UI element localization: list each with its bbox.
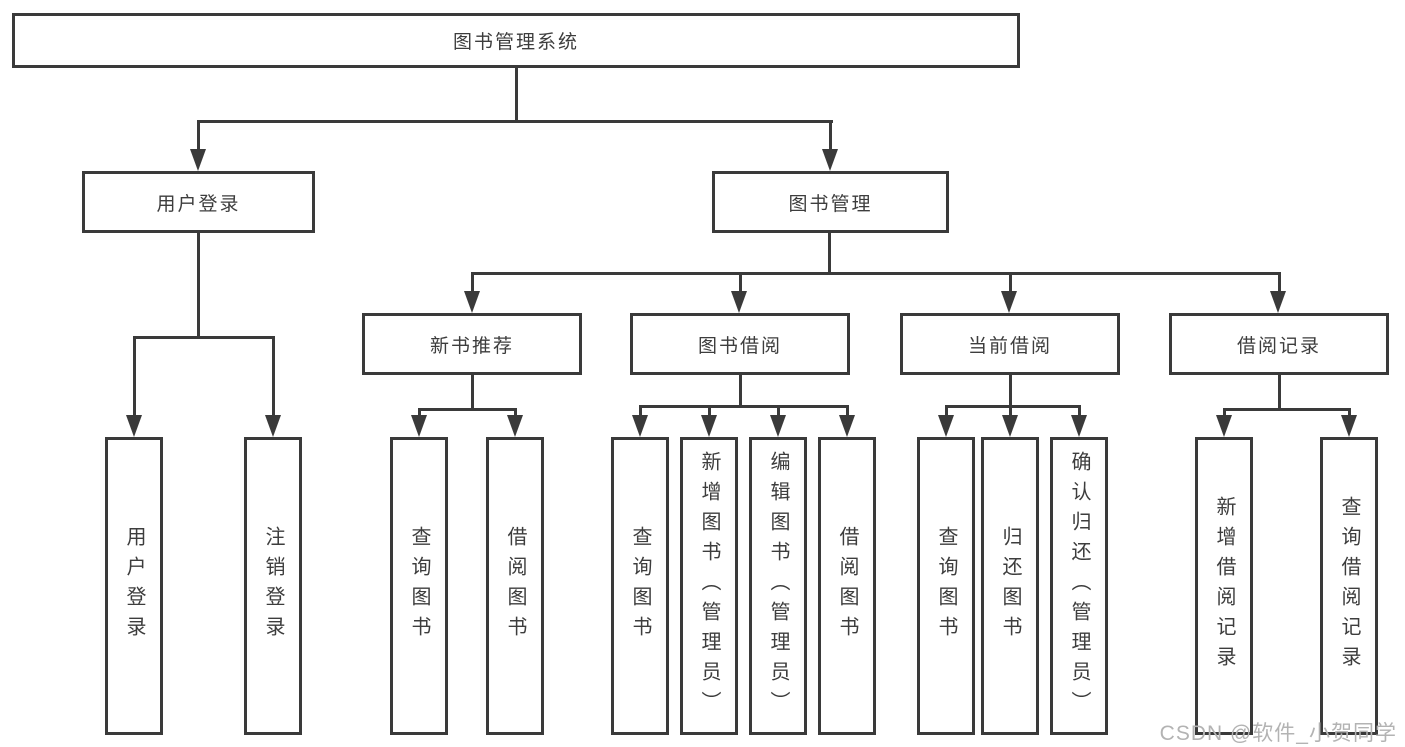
- node-book-management: 图书管理: [712, 171, 949, 233]
- node-label: 查询借阅记录: [1338, 496, 1360, 676]
- node-leaf-borrow-books: 借阅图书: [818, 437, 876, 735]
- connector-line: [1078, 405, 1081, 418]
- node-current-borrowing: 当前借阅: [900, 313, 1120, 375]
- connector-line: [739, 375, 742, 408]
- node-label: 图书管理系统: [452, 32, 579, 53]
- arrow-down-icon: [632, 415, 648, 437]
- connector-line: [777, 405, 780, 418]
- arrow-down-icon: [265, 415, 281, 437]
- node-label: 查询图书: [935, 526, 957, 646]
- node-leaf-confirm-return-admin: 确认归还（管理员）: [1050, 437, 1108, 735]
- node-leaf-borrow-books-recommend: 借阅图书: [486, 437, 544, 735]
- arrow-down-icon: [1216, 415, 1232, 437]
- connector-line: [828, 233, 831, 275]
- node-label: 归还图书: [999, 526, 1021, 646]
- node-label: 查询图书: [629, 526, 651, 646]
- connector-line: [1223, 408, 1226, 418]
- connector-line: [829, 120, 832, 151]
- connector-line: [708, 405, 711, 418]
- connector-line: [846, 405, 849, 418]
- node-leaf-query-borrow-record: 查询借阅记录: [1320, 437, 1378, 735]
- node-user-login: 用户登录: [82, 171, 315, 233]
- node-label: 借阅记录: [1236, 335, 1321, 357]
- connector-line: [1223, 408, 1351, 411]
- connector-line: [945, 405, 948, 418]
- connector-line: [1009, 405, 1012, 418]
- connector-line: [1009, 272, 1012, 294]
- connector-line: [471, 375, 474, 411]
- arrow-down-icon: [1071, 415, 1087, 437]
- node-leaf-add-book-admin: 新增图书（管理员）: [680, 437, 738, 735]
- connector-line: [418, 408, 517, 411]
- node-label: 图书管理: [788, 193, 873, 215]
- connector-line: [133, 336, 136, 417]
- node-leaf-user-login: 用户登录: [105, 437, 163, 735]
- connector-line: [515, 68, 518, 122]
- connector-line: [1348, 408, 1351, 418]
- node-leaf-query-books-recommend: 查询图书: [390, 437, 448, 735]
- arrow-down-icon: [1002, 415, 1018, 437]
- arrow-down-icon: [464, 291, 480, 313]
- node-leaf-return-books: 归还图书: [981, 437, 1039, 735]
- node-library-management-system: 图书管理系统: [12, 13, 1020, 68]
- node-leaf-query-books-current: 查询图书: [917, 437, 975, 735]
- node-leaf-logout: 注销登录: [244, 437, 302, 735]
- node-borrowing-records: 借阅记录: [1169, 313, 1389, 375]
- arrow-down-icon: [190, 149, 206, 171]
- node-label: 用户登录: [123, 526, 145, 646]
- arrow-down-icon: [701, 415, 717, 437]
- connector-line: [1278, 272, 1281, 294]
- connector-line: [639, 405, 849, 408]
- node-label: 编辑图书（管理员）: [767, 451, 789, 721]
- arrow-down-icon: [1270, 291, 1286, 313]
- node-label: 用户登录: [156, 193, 241, 215]
- node-label: 新增借阅记录: [1213, 496, 1235, 676]
- node-label: 注销登录: [262, 526, 284, 646]
- arrow-down-icon: [770, 415, 786, 437]
- connector-line: [1278, 375, 1281, 411]
- connector-line: [197, 120, 833, 123]
- node-label: 查询图书: [408, 526, 430, 646]
- arrow-down-icon: [1001, 291, 1017, 313]
- connector-line: [514, 408, 517, 418]
- node-label: 图书借阅: [697, 335, 782, 357]
- connector-line: [639, 405, 642, 418]
- connector-line: [471, 272, 474, 294]
- node-label: 借阅图书: [836, 526, 858, 646]
- node-label: 确认归还（管理员）: [1068, 451, 1090, 721]
- arrow-down-icon: [1341, 415, 1357, 437]
- connector-line: [272, 336, 275, 417]
- connector-line: [133, 336, 275, 339]
- arrow-down-icon: [411, 415, 427, 437]
- connector-line: [1009, 375, 1012, 408]
- connector-line: [471, 272, 1281, 275]
- arrow-down-icon: [126, 415, 142, 437]
- node-new-book-recommendation: 新书推荐: [362, 313, 582, 375]
- connector-line: [418, 408, 421, 418]
- arrow-down-icon: [822, 149, 838, 171]
- arrow-down-icon: [731, 291, 747, 313]
- node-label: 当前借阅: [967, 335, 1052, 357]
- connector-line: [739, 272, 742, 294]
- arrow-down-icon: [839, 415, 855, 437]
- connector-line: [945, 405, 1081, 408]
- arrow-down-icon: [507, 415, 523, 437]
- connector-line: [197, 233, 200, 339]
- node-label: 新书推荐: [429, 335, 514, 357]
- connector-line: [197, 120, 200, 151]
- node-leaf-add-borrow-record: 新增借阅记录: [1195, 437, 1253, 735]
- node-label: 新增图书（管理员）: [698, 451, 720, 721]
- node-label: 借阅图书: [504, 526, 526, 646]
- node-leaf-query-books-borrowing: 查询图书: [611, 437, 669, 735]
- node-book-borrowing: 图书借阅: [630, 313, 850, 375]
- arrow-down-icon: [938, 415, 954, 437]
- node-leaf-edit-book-admin: 编辑图书（管理员）: [749, 437, 807, 735]
- csdn-watermark: CSDN @软件_小贺同学: [1159, 722, 1397, 745]
